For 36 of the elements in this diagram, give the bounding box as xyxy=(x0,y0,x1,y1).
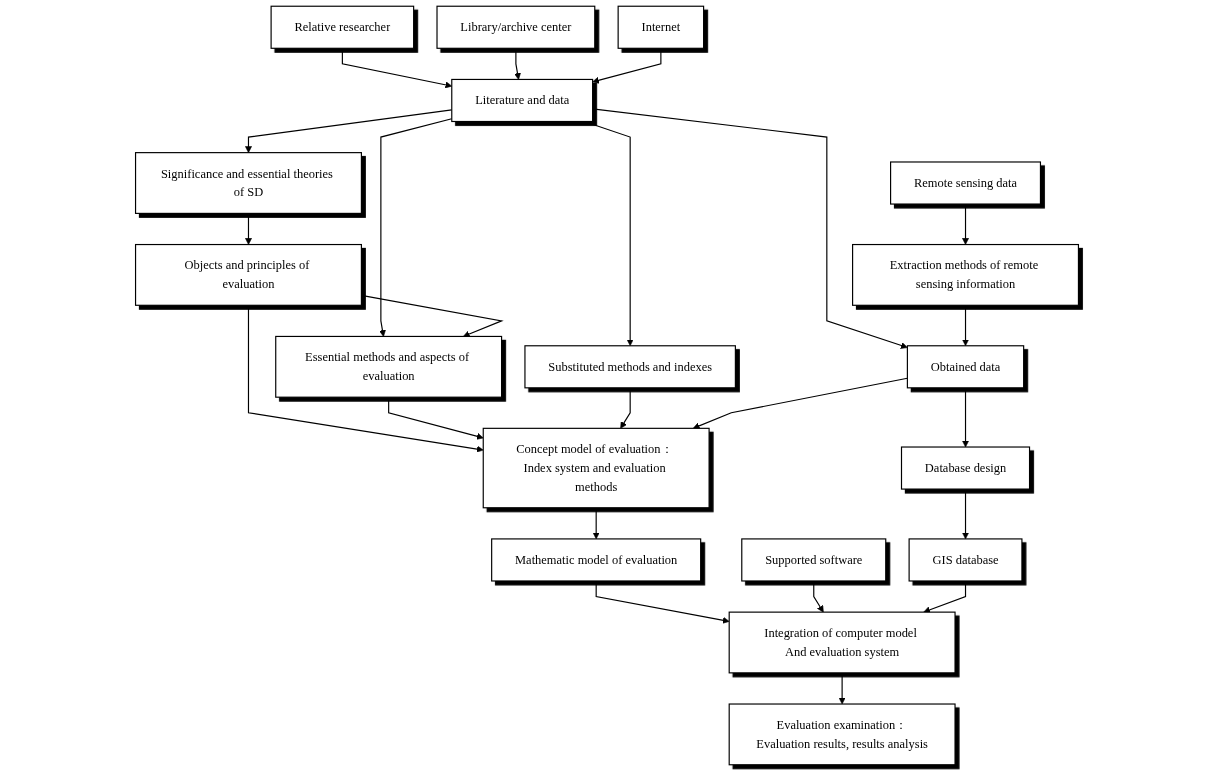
node-box: Literature and data xyxy=(451,78,594,123)
arrow xyxy=(813,580,824,613)
arrow xyxy=(247,304,484,453)
arrow xyxy=(592,507,600,540)
arrow xyxy=(595,580,730,624)
arrow xyxy=(245,212,252,245)
arrow xyxy=(592,108,908,349)
node-box: Integration of computer model And evaluation system xyxy=(728,611,956,674)
node-box: Relative researcher xyxy=(270,5,415,49)
node-box: Library/archive center xyxy=(436,5,596,49)
node-box: Internet xyxy=(617,5,705,49)
node-box: Significance and essential theories of SD xyxy=(134,152,362,214)
node-box: GIS database xyxy=(908,538,1023,582)
arrow xyxy=(838,672,846,705)
arrow xyxy=(379,118,453,337)
node-box: Evaluation examination：Evaluation results, results analysis xyxy=(728,703,956,766)
node-box: Substituted methods and indexes xyxy=(524,345,736,389)
node-box: Database design xyxy=(900,446,1031,490)
arrow xyxy=(962,488,969,540)
arrow xyxy=(514,47,521,80)
node-box: Concept model of evaluation： Index system and evaluation methods xyxy=(482,427,710,509)
node-box: Extraction methods of remote sensing information xyxy=(852,243,1080,306)
arrow xyxy=(962,304,969,347)
node-box: Mathematic model of evaluation xyxy=(491,538,702,582)
arrow xyxy=(388,396,484,440)
node-box: Supported software xyxy=(741,538,887,582)
node-box: Objects and principles of evaluation xyxy=(134,243,362,306)
arrow xyxy=(592,47,662,84)
arrow xyxy=(962,203,969,245)
node-box: Obtained data xyxy=(906,345,1025,389)
arrow xyxy=(620,387,631,429)
arrow xyxy=(962,387,969,448)
node-box: Remote sensing data xyxy=(890,161,1042,205)
arrow xyxy=(692,377,908,430)
node-box: Essential methods and aspects of evaluation xyxy=(275,335,503,398)
arrow xyxy=(923,580,967,614)
